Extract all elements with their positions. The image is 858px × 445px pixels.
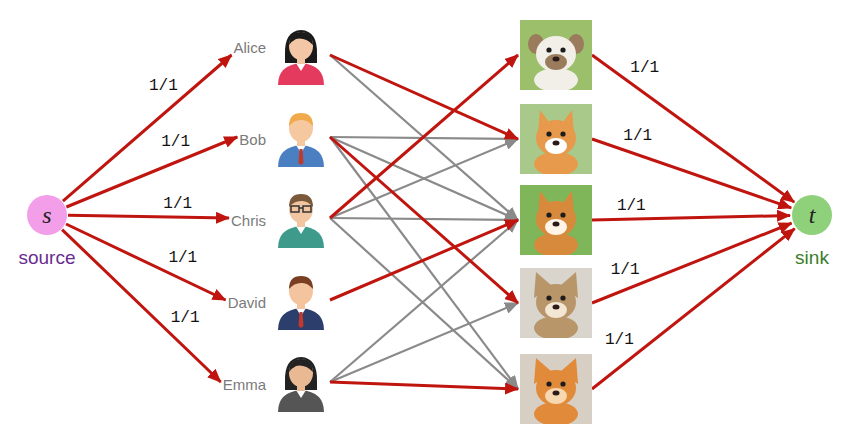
flow-arrow bbox=[330, 55, 518, 139]
person-name: David bbox=[228, 294, 266, 312]
animal-photo bbox=[520, 20, 592, 90]
flow-label: 1/1 bbox=[621, 127, 654, 145]
node-caption: source bbox=[18, 247, 75, 269]
flow-label: 1/1 bbox=[166, 249, 199, 267]
flow-label: 1/1 bbox=[615, 197, 648, 215]
person-name: Alice bbox=[233, 39, 266, 57]
flow-arrow bbox=[66, 137, 237, 207]
flow-arrow bbox=[62, 230, 221, 382]
animal-node bbox=[520, 185, 592, 255]
flow-label: 1/1 bbox=[628, 59, 661, 77]
sink-node: tsink bbox=[792, 195, 832, 235]
candidate-arrow bbox=[330, 220, 518, 382]
candidate-arrow bbox=[330, 218, 518, 389]
flow-arrow bbox=[63, 55, 232, 201]
animal-node bbox=[520, 104, 592, 174]
candidate-arrow bbox=[330, 139, 518, 218]
flow-arrow bbox=[330, 382, 518, 389]
flow-label: 1/1 bbox=[147, 77, 180, 95]
flow-label: 1/1 bbox=[169, 309, 202, 327]
flow-arrow bbox=[330, 220, 518, 300]
person-icon bbox=[272, 107, 330, 167]
flow-arrow bbox=[592, 216, 790, 221]
person-name: Bob bbox=[239, 131, 266, 149]
animal-photo bbox=[520, 354, 592, 424]
person-icon bbox=[272, 25, 330, 85]
node-symbol: t bbox=[809, 203, 816, 227]
flow-arrow bbox=[592, 229, 795, 389]
person-node: Bob bbox=[239, 107, 330, 167]
animal-node bbox=[520, 354, 592, 424]
animal-photo bbox=[520, 185, 592, 255]
person-name: Emma bbox=[223, 376, 266, 394]
candidate-arrow bbox=[330, 137, 518, 220]
flow-label: 1/1 bbox=[609, 261, 642, 279]
person-node: Chris bbox=[231, 188, 330, 248]
flow-label: 1/1 bbox=[603, 331, 636, 349]
animal-node bbox=[520, 268, 592, 338]
person-name: Chris bbox=[231, 212, 266, 230]
person-icon bbox=[272, 270, 330, 330]
animal-photo bbox=[520, 104, 592, 174]
flow-label: 1/1 bbox=[159, 133, 192, 151]
flow-arrow bbox=[330, 55, 518, 218]
person-icon bbox=[272, 352, 330, 412]
source-node: ssource bbox=[27, 195, 67, 235]
person-icon bbox=[272, 188, 330, 248]
person-node: Emma bbox=[223, 352, 330, 412]
candidate-arrow bbox=[330, 55, 518, 220]
flow-label: 1/1 bbox=[161, 195, 194, 213]
animal-node bbox=[520, 20, 592, 90]
flow-arrow bbox=[592, 55, 794, 202]
flow-arrow bbox=[66, 224, 226, 300]
person-node: Alice bbox=[233, 25, 330, 85]
node-symbol: s bbox=[42, 203, 51, 227]
flow-arrow bbox=[330, 137, 518, 303]
candidate-arrow bbox=[330, 303, 518, 382]
candidate-arrow bbox=[330, 137, 518, 389]
animal-photo bbox=[520, 268, 592, 338]
flow-arrow bbox=[592, 223, 792, 303]
node-caption: sink bbox=[795, 247, 829, 269]
person-node: David bbox=[228, 270, 330, 330]
flow-arrow bbox=[68, 215, 229, 218]
